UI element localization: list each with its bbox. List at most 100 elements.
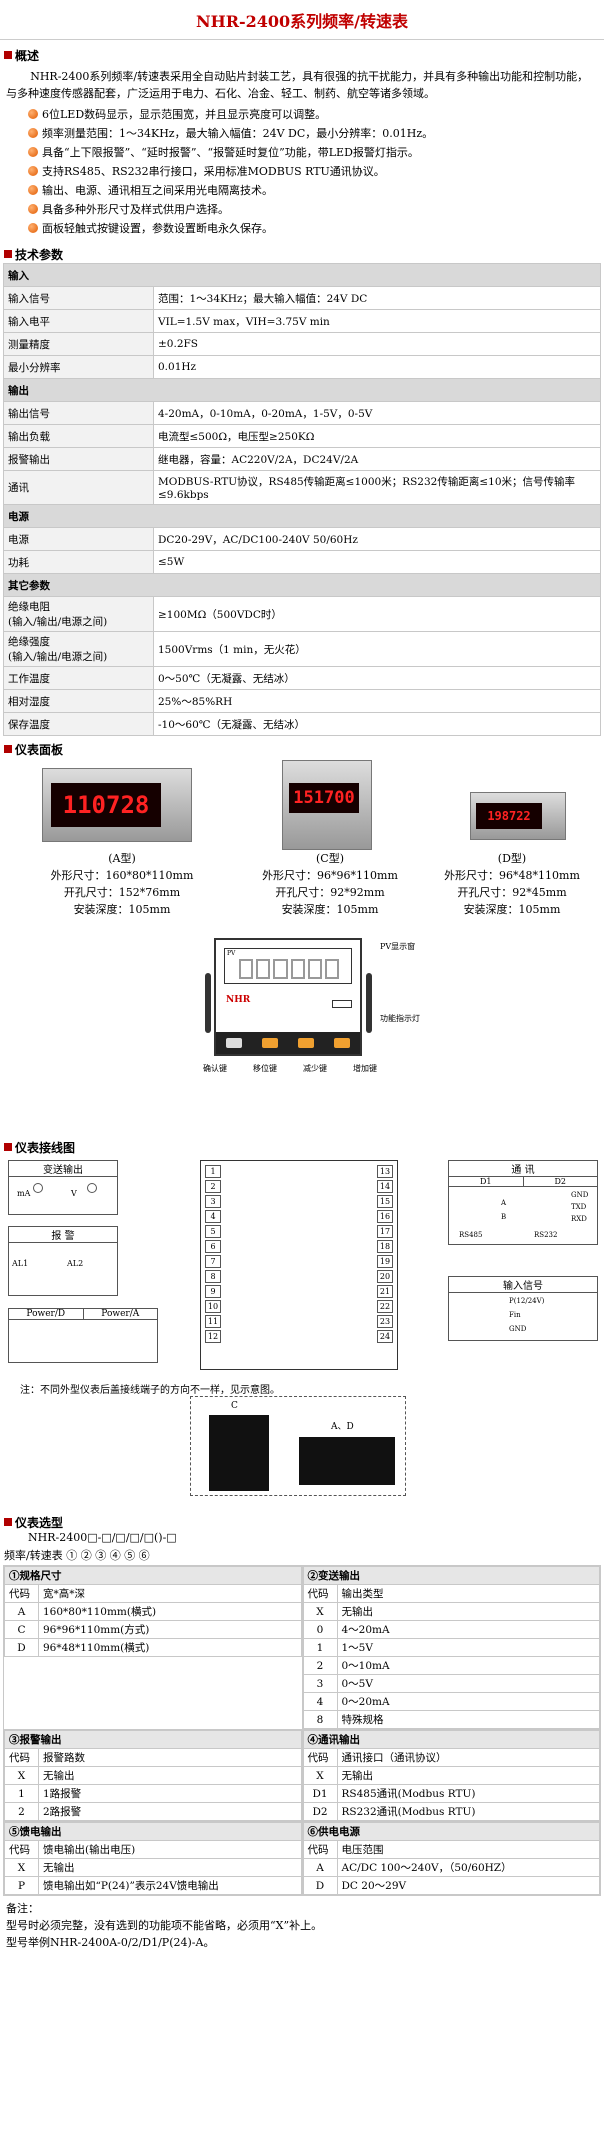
spec-row: 绝缘强度 (输入/输出/电源之间)1500Vrms（1 min，无火花）	[3, 631, 601, 667]
square-bullet-icon	[4, 1143, 12, 1151]
confirm-key[interactable]	[226, 1038, 242, 1048]
spec-row: 测量精度±0.2FS	[3, 332, 601, 356]
terminal: 13	[377, 1165, 393, 1178]
device-a: 110728	[42, 768, 192, 842]
bullet-icon	[28, 184, 38, 195]
terminal: 19	[377, 1255, 393, 1268]
increase-key[interactable]	[334, 1038, 350, 1048]
bullet-icon	[28, 146, 38, 157]
page-header: NHR-2400系列频率/转速表	[0, 0, 604, 40]
pv-window-label: PV显示窗	[380, 942, 416, 951]
selection-heading: 仪表选型	[0, 1513, 604, 1531]
device-c: 151700	[282, 760, 372, 850]
wiring-note: 注：不同外型仪表后盖接线端子的方向不一样，见示意图。	[20, 1385, 280, 1396]
front-panel-diagram: PV NHR	[214, 938, 362, 1056]
terminal: 1	[205, 1165, 221, 1178]
bullet-icon	[28, 165, 38, 176]
feature-item: 频率测量范围：1～34KHz，最大输入幅值：24V DC，最小分辨率：0.01H…	[0, 123, 604, 142]
selection-notes: 备注：型号时必须完整，没有选到的功能项不能省略，必须用“X”补上。型号举例NHR…	[0, 1896, 604, 1955]
spec-row: 输出负载电流型≤500Ω，电压型≥250KΩ	[3, 424, 601, 448]
spec-heading: 技术参数	[0, 245, 604, 263]
feature-item: 具备“上下限报警”、“延时报警”、“报警延时复位”功能，带LED报警灯指示。	[0, 142, 604, 161]
panels-heading-text: 仪表面板	[15, 742, 64, 757]
spec-row: 报警输出继电器，容量：AC220V/2A，DC24V/2A	[3, 447, 601, 471]
feature-item: 支持RS485、RS232串行接口，采用标准MODBUS RTU通讯协议。	[0, 161, 604, 180]
function-led-label: 功能指示灯	[380, 1014, 420, 1023]
spec-key: 输入信号	[3, 286, 154, 310]
spec-row: 输入信号范围：1～34KHz；最大输入幅值：24V DC	[3, 286, 601, 310]
overview-heading: 概述	[0, 46, 604, 64]
wiring-heading-text: 仪表接线图	[15, 1140, 76, 1155]
spec-key: 保存温度	[3, 712, 154, 736]
terminal: 7	[205, 1255, 221, 1268]
terminal: 23	[377, 1315, 393, 1328]
function-led-row	[332, 1000, 352, 1008]
note-line: 型号举例NHR-2400A-0/2/D1/P(24)-A。	[6, 1936, 215, 1949]
feature-list: 6位LED数码显示，显示范围宽，并且显示亮度可以调整。频率测量范围：1～34KH…	[0, 102, 604, 237]
spec-key: 功耗	[3, 550, 154, 574]
decrease-key[interactable]	[298, 1038, 314, 1048]
spec-key: 电源	[3, 527, 154, 551]
terminal: 15	[377, 1195, 393, 1208]
terminal: 16	[377, 1210, 393, 1223]
device-d-caption: (D型) 外形尺寸：96*48*110mm 开孔尺寸：92*45mm 安装深度：…	[444, 852, 580, 916]
model-code: NHR-2400□-□/□/□/□()-□	[28, 1531, 177, 1544]
terminal: 22	[377, 1300, 393, 1313]
spec-key: 最小分辨率	[3, 355, 154, 379]
square-bullet-icon	[4, 745, 12, 753]
spec-row: 绝缘电阻 (输入/输出/电源之间)≥100MΩ（500VDC时）	[3, 596, 601, 632]
square-bullet-icon	[4, 1518, 12, 1526]
spec-value: VIL=1.5V max，VIH=3.75V min	[153, 309, 601, 333]
panels-heading: 仪表面板	[0, 740, 604, 758]
device-d: 198722	[470, 792, 566, 840]
key-labels: 确认键 移位键 减少键 增加键	[203, 1064, 377, 1073]
power-box: Power/D Power/A	[8, 1308, 158, 1363]
selection-heading-text: 仪表选型	[15, 1515, 64, 1530]
spec-value: 电流型≤500Ω，电压型≥250KΩ	[153, 424, 601, 448]
device-c-display: 151700	[289, 783, 359, 813]
rear-view-diagram: C A、D	[190, 1396, 406, 1496]
bullet-icon	[28, 222, 38, 233]
spec-value: ±0.2FS	[153, 332, 601, 356]
spec-key: 通讯	[3, 470, 154, 505]
bullet-icon	[28, 127, 38, 138]
input-signal-box: 输入信号 P(12/24V) Fin GND	[448, 1276, 598, 1341]
overview-text: NHR-2400系列频率/转速表采用全自动贴片封装工艺，具有很强的抗干扰能力，并…	[0, 64, 604, 102]
spec-value: DC20-29V，AC/DC100-240V 50/60Hz	[153, 527, 601, 551]
feature-item: 输出、电源、通讯相互之间采用光电隔离技术。	[0, 180, 604, 199]
terminal: 24	[377, 1330, 393, 1343]
note-line: 型号时必须完整，没有选到的功能项不能省略，必须用“X”补上。	[6, 1919, 323, 1932]
terminal: 10	[205, 1300, 221, 1313]
index-line: 频率/转速表 ① ② ③ ④ ⑤ ⑥	[4, 1549, 150, 1562]
spec-key: 工作温度	[3, 666, 154, 690]
device-c-caption: (C型) 外形尺寸：96*96*110mm 开孔尺寸：92*92mm 安装深度：…	[262, 852, 398, 916]
shift-key[interactable]	[262, 1038, 278, 1048]
bullet-icon	[28, 203, 38, 214]
spec-value: ≥100MΩ（500VDC时）	[153, 596, 601, 632]
spec-value: 范围：1～34KHz；最大输入幅值：24V DC	[153, 286, 601, 310]
terminal: 5	[205, 1225, 221, 1238]
spec-value: 4-20mA，0-10mA，0-20mA，1-5V，0-5V	[153, 401, 601, 425]
spec-key: 绝缘电阻 (输入/输出/电源之间)	[3, 596, 154, 632]
spec-group-row: 其它参数	[3, 573, 601, 597]
spec-key: 测量精度	[3, 332, 154, 356]
spec-group-row: 电源	[3, 504, 601, 528]
spec-value: ≤5W	[153, 550, 601, 574]
wiring-heading: 仪表接线图	[0, 1138, 604, 1156]
spec-key: 报警输出	[3, 447, 154, 471]
spec-value: 继电器，容量：AC220V/2A，DC24V/2A	[153, 447, 601, 471]
spec-key: 输入电平	[3, 309, 154, 333]
spec-key: 输出负载	[3, 424, 154, 448]
